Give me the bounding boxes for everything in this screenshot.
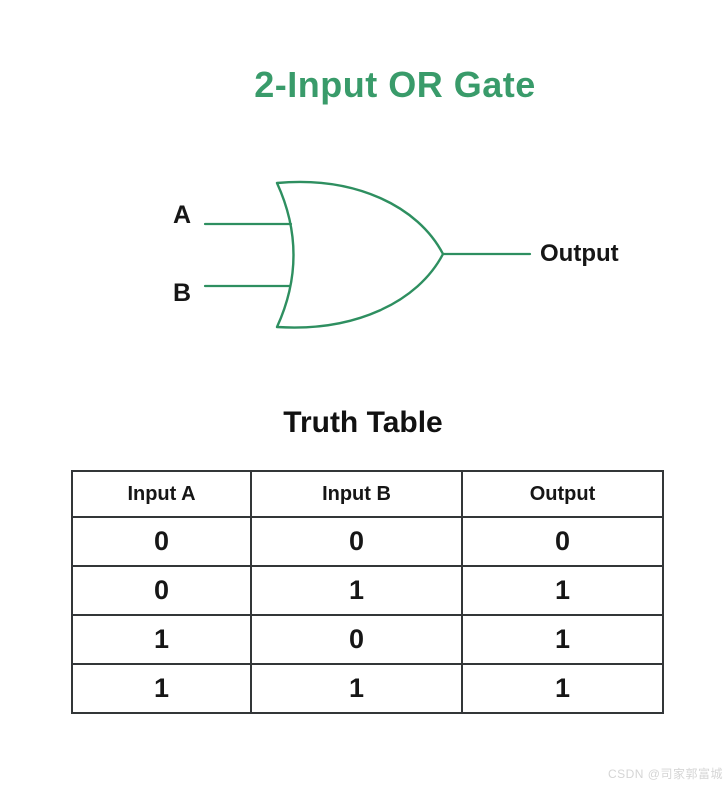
input-b-label: B [173,279,192,307]
table-cell: 1 [250,663,463,714]
watermark: CSDN @司家郭富城 [607,767,723,781]
table-row: 0 1 1 [71,565,664,616]
table-cell: 0 [71,516,252,567]
column-header-output: Output [461,470,664,518]
page-title: 2-Input OR Gate [254,64,536,105]
table-row: 1 1 1 [71,663,664,714]
table-cell: 0 [461,516,664,567]
table-cell: 1 [461,614,664,665]
table-cell: 0 [250,516,463,567]
column-header-input-a: Input A [71,470,252,518]
input-a-label: A [173,201,192,229]
table-cell: 0 [71,565,252,616]
or-gate-diagram [203,180,532,329]
output-label: Output [540,240,619,267]
table-cell: 1 [71,663,252,714]
table-row: 1 0 1 [71,614,664,665]
table-header-row: Input A Input B Output [71,470,664,518]
table-cell: 1 [461,565,664,616]
table-cell: 0 [250,614,463,665]
table-cell: 1 [461,663,664,714]
table-cell: 1 [71,614,252,665]
column-header-input-b: Input B [250,470,463,518]
table-cell: 1 [250,565,463,616]
or-gate-shape [275,180,445,329]
truth-table-heading: Truth Table [283,406,443,439]
table-row: 0 0 0 [71,516,664,567]
truth-table: Input A Input B Output 0 0 0 0 1 1 1 0 1 [71,470,664,714]
